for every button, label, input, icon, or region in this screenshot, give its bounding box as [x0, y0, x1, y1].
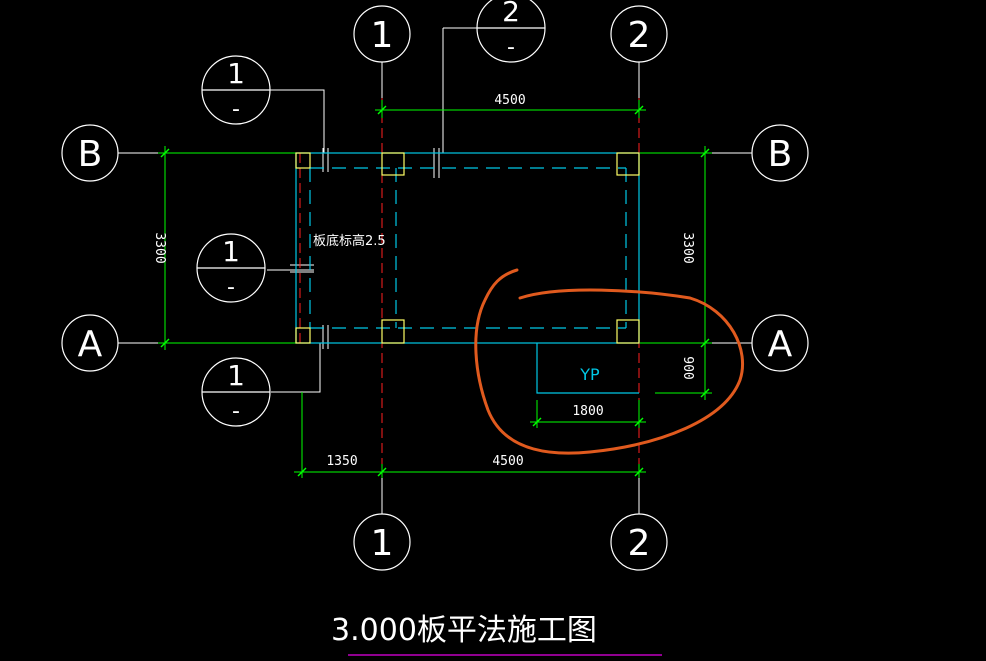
dim-tick — [377, 467, 387, 477]
canopy-outline — [536, 343, 639, 394]
dim-tick — [377, 105, 387, 115]
section-1-bottom-leader — [271, 343, 321, 393]
axis-bubble-b-left — [61, 124, 119, 182]
columns — [295, 152, 640, 344]
markup-circle — [474, 268, 745, 455]
slab-outline — [295, 152, 640, 394]
axis-label-1-bottom: 1 — [371, 523, 394, 564]
dim-text-left-3300: 3300 — [152, 232, 167, 263]
section-1-top-leader — [270, 89, 325, 153]
section-number: 1 — [227, 359, 245, 392]
dimension-lines — [158, 100, 712, 478]
dim-tick — [700, 148, 710, 158]
dim-text-top-4500: 4500 — [494, 93, 525, 108]
axis-bubble-b-right — [751, 124, 809, 182]
dim-text-bottom-4500: 4500 — [492, 454, 523, 469]
dim-text-bottom-1350: 1350 — [326, 454, 357, 469]
axis-bubble-1-bottom — [353, 513, 411, 571]
axis-bubble-2-top — [610, 5, 668, 63]
axis-label-2-bottom: 2 — [628, 523, 651, 564]
axis-bubble-1-top — [353, 5, 411, 63]
axis-label-a-left: A — [78, 324, 103, 365]
column — [381, 152, 405, 176]
section-dash: - — [227, 275, 235, 300]
dim-tick — [634, 467, 644, 477]
section-dash: - — [232, 399, 240, 424]
dim-tick — [160, 148, 170, 158]
axis-bubble-a-left — [61, 314, 119, 372]
axis-label-1-top: 1 — [371, 15, 394, 56]
dim-text-1800: 1800 — [572, 404, 603, 419]
axis-bubble-a-right — [751, 314, 809, 372]
axis-bubble-2-bottom — [610, 513, 668, 571]
column — [381, 319, 405, 344]
section-dash: - — [232, 97, 240, 122]
dim-tick — [634, 105, 644, 115]
dim-tick — [700, 338, 710, 348]
beam-dashed-lines — [309, 167, 627, 329]
dim-text-right-3300: 3300 — [680, 232, 695, 263]
axis-label-a-right: A — [768, 324, 793, 365]
section-number: 2 — [502, 0, 520, 28]
dimension-ticks — [160, 105, 710, 477]
column — [295, 152, 311, 169]
axis-bubbles — [61, 5, 809, 571]
section-number: 1 — [227, 57, 245, 90]
dim-tick — [160, 338, 170, 348]
dim-text-900: 900 — [680, 356, 695, 379]
section-dash: - — [507, 35, 515, 60]
dim-tick — [700, 388, 710, 398]
canopy-label: YP — [579, 365, 600, 384]
dim-tick — [634, 417, 644, 427]
slab-boundary — [295, 152, 640, 344]
column — [295, 327, 311, 344]
section-number: 1 — [222, 235, 240, 268]
axis-label-b-left: B — [78, 134, 103, 175]
slab-elevation-note: 板底标高2.5 — [313, 233, 386, 249]
dim-tick — [532, 417, 542, 427]
column — [616, 152, 640, 176]
drawing-title: 3.000板平法施工图 — [331, 613, 597, 648]
dim-tick — [297, 467, 307, 477]
axis-label-b-right: B — [768, 134, 793, 175]
section-mark-bubbles — [196, 0, 546, 427]
axis-label-2-top: 2 — [628, 15, 651, 56]
column — [616, 319, 640, 344]
